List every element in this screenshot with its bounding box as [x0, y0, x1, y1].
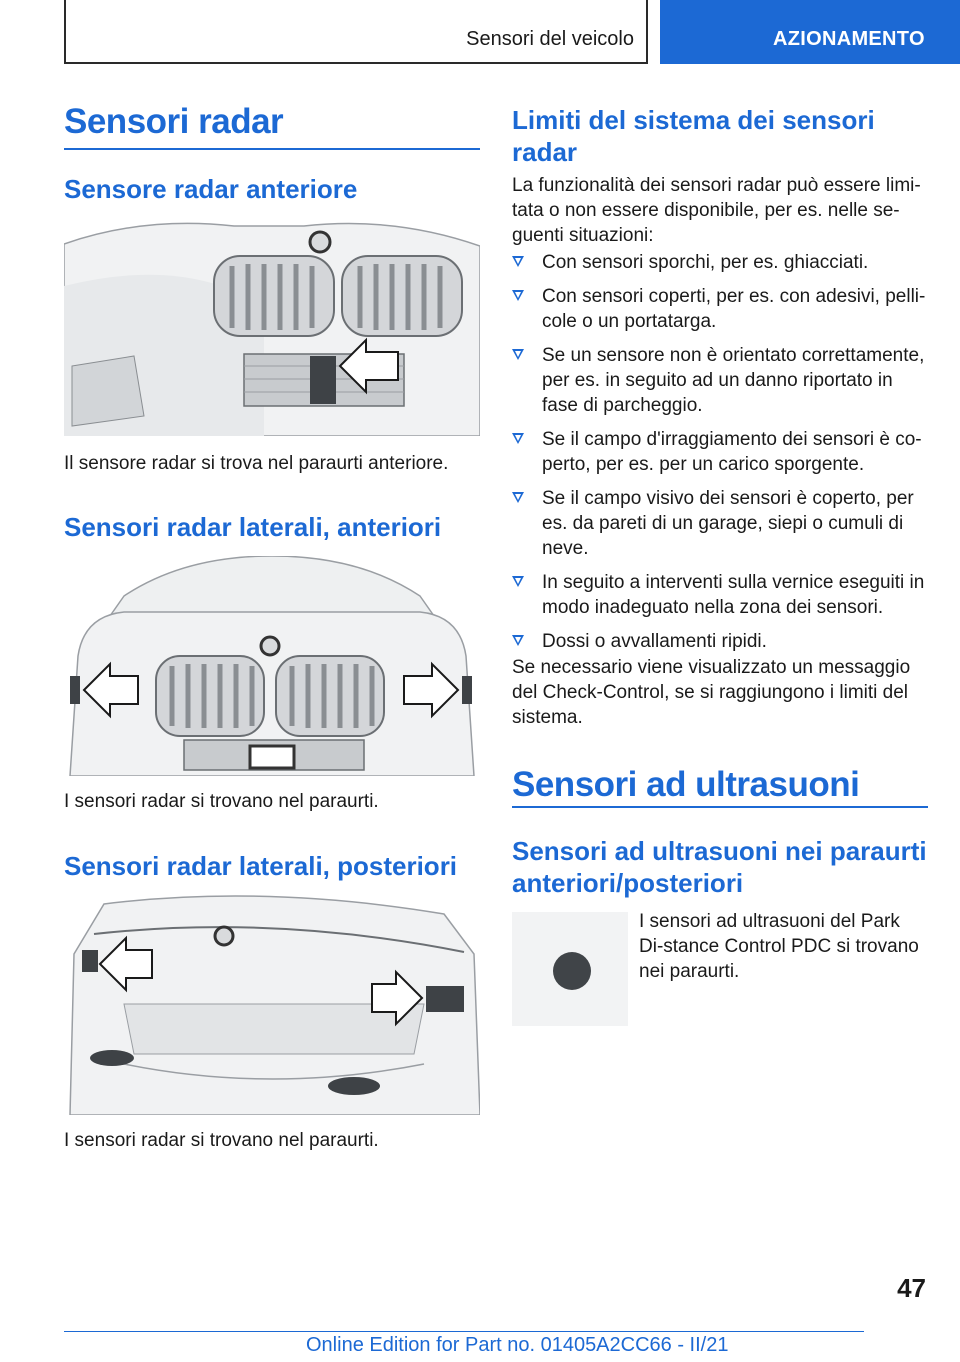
list-item: Con sensori sporchi, per es. ghiacciati.: [512, 250, 928, 275]
list-item: Se il campo visivo dei sensori è coperto…: [512, 486, 928, 561]
limits-list: Con sensori sporchi, per es. ghiacciati.…: [512, 250, 928, 663]
caption-front-radar: Il sensore radar si trova nel paraurti a…: [64, 453, 449, 474]
footer-rule: [64, 1331, 864, 1332]
ultrasonic-sensor-figure: [512, 912, 628, 1026]
subheading-ultrasonic-bumpers: Sensori ad ultrasuoni nei paraurti anter…: [512, 836, 927, 898]
triangle-bullet-icon: [512, 433, 524, 444]
limits-intro: La funzionalità dei sensori radar può es…: [512, 175, 921, 246]
section-title-ultrasonic: Sensori ad ultrasuoni: [512, 765, 860, 804]
triangle-bullet-icon: [512, 576, 524, 587]
ultrasonic-text: I sensori ad ultrasuoni del Park Di-stan…: [639, 911, 919, 982]
header-section-box: Sensori del veicolo: [64, 0, 648, 64]
subheading-front-radar: Sensore radar anteriore: [64, 174, 358, 204]
caption-side-rear-radar: I sensori radar si trovano nel paraurti.: [64, 1130, 379, 1151]
caption-side-front-radar: I sensori radar si trovano nel paraurti.: [64, 791, 379, 812]
footer-edition: Online Edition for Part no. 01405A2CC66 …: [306, 1334, 729, 1356]
section-title-radar: Sensori radar: [64, 102, 284, 141]
subheading-radar-limits: Limiti del sistema dei sensori radar: [512, 105, 875, 167]
list-item: Se il campo d'irraggiamento dei sensori …: [512, 427, 928, 477]
section-title-rule: [64, 148, 480, 150]
limits-outro: Se necessario viene visualizzato un mess…: [512, 657, 911, 728]
triangle-bullet-icon: [512, 349, 524, 360]
triangle-bullet-icon: [512, 635, 524, 646]
triangle-bullet-icon: [512, 256, 524, 267]
list-item: Con sensori coperti, per es. con adesivi…: [512, 284, 928, 334]
list-item: Se un sensore non è orientato correttame…: [512, 343, 928, 418]
list-item: In seguito a interventi sulla vernice es…: [512, 570, 928, 620]
page-number: 47: [897, 1273, 926, 1303]
triangle-bullet-icon: [512, 290, 524, 301]
triangle-bullet-icon: [512, 492, 524, 503]
subheading-side-rear-radar: Sensori radar laterali, posteriori: [64, 851, 458, 881]
section-title-rule: [512, 806, 928, 808]
side-rear-radar-figure: [64, 894, 480, 1115]
header-chapter-tab[interactable]: AZIONAMENTO: [660, 0, 960, 64]
header-section-title: Sensori del veicolo: [466, 28, 634, 50]
header-chapter-label: AZIONAMENTO: [773, 28, 925, 50]
front-radar-figure: [64, 216, 480, 436]
subheading-side-front-radar: Sensori radar laterali, anteriori: [64, 512, 442, 542]
side-front-radar-figure: [64, 556, 480, 776]
list-item: Dossi o avvallamenti ripidi.: [512, 629, 928, 654]
